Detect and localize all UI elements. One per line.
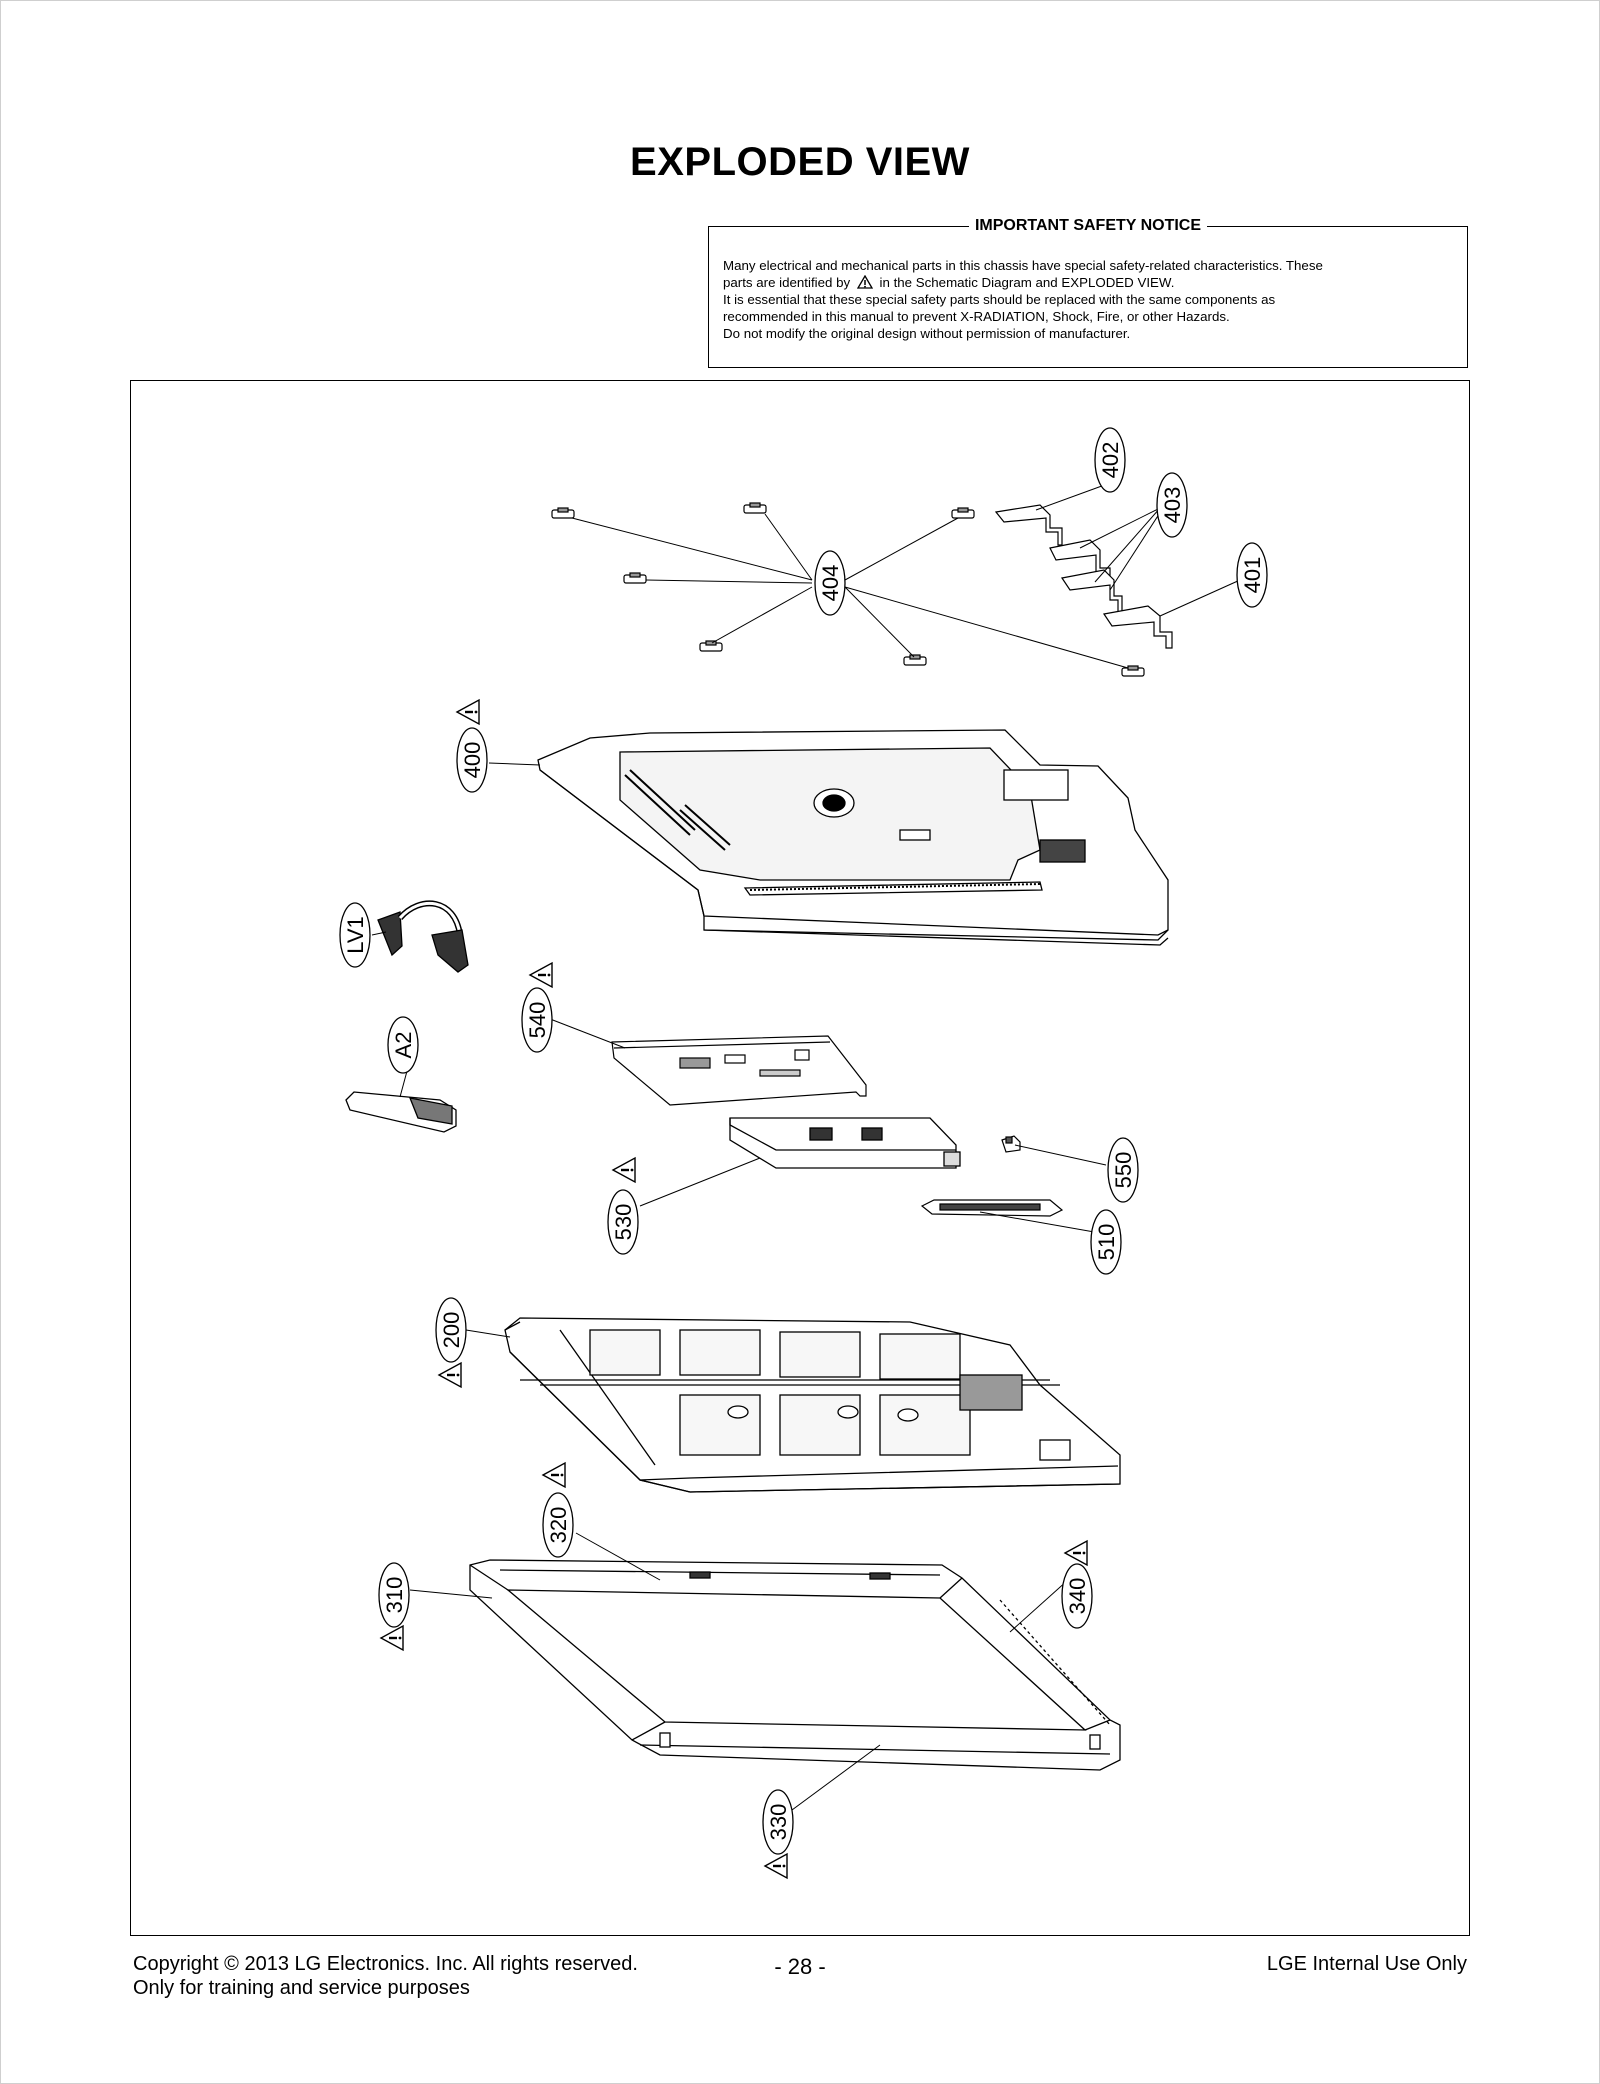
callouts: 402 403 401 404 400 LV1 540 A2 530 550 5: [339, 427, 1268, 1855]
ir-sensor-part: [1001, 1135, 1021, 1153]
svg-text:340: 340: [1065, 1578, 1090, 1615]
warning-triangle-icon: [528, 961, 554, 989]
svg-text:A2: A2: [391, 1032, 416, 1059]
svg-text:310: 310: [382, 1577, 407, 1614]
warning-triangle-icon: [541, 1461, 567, 1489]
notice-line-5: Do not modify the original design withou…: [723, 326, 1131, 341]
footer-internal: LGE Internal Use Only: [1266, 1953, 1467, 1975]
callout-lv1: LV1: [339, 902, 371, 968]
lcd-module: [504, 1317, 1121, 1493]
callout-540: 540: [521, 987, 553, 1053]
callout-330: 330: [762, 1789, 794, 1855]
svg-text:550: 550: [1111, 1152, 1136, 1189]
page-title: EXPLODED VIEW: [630, 140, 970, 184]
lvds-cable: [377, 900, 469, 973]
front-bezel: [469, 1559, 1121, 1771]
safety-notice-body: Many electrical and mechanical parts in …: [723, 257, 1453, 342]
notice-line-1: Many electrical and mechanical parts in …: [723, 258, 1323, 273]
bracket-leaders: [1035, 482, 1241, 617]
callout-400: 400: [456, 727, 488, 793]
callout-530: 530: [607, 1189, 639, 1255]
screw-2: [743, 502, 767, 514]
remote-control: [345, 1091, 457, 1133]
warning-triangle-icon: [1063, 1539, 1089, 1567]
svg-text:LV1: LV1: [343, 916, 368, 954]
screws-group: [551, 502, 1145, 677]
svg-text:401: 401: [1240, 557, 1265, 594]
warning-triangle-icon: [856, 274, 873, 289]
svg-text:320: 320: [546, 1507, 571, 1544]
main-board: [611, 1035, 867, 1106]
svg-text:530: 530: [611, 1204, 636, 1241]
back-cover: [537, 729, 1169, 946]
page-number: - 28 -: [774, 1954, 826, 1979]
svg-text:540: 540: [525, 1002, 550, 1039]
notice-line-4: recommended in this manual to prevent X-…: [723, 309, 1230, 324]
callout-550: 550: [1107, 1137, 1139, 1203]
key-controller-part: [920, 1199, 1064, 1217]
callout-340: 340: [1061, 1563, 1093, 1629]
safety-notice-title: IMPORTANT SAFETY NOTICE: [968, 217, 1208, 234]
screw-1: [551, 507, 575, 519]
safety-notice-title-wrap: IMPORTANT SAFETY NOTICE: [709, 217, 1467, 235]
notice-line-3: It is essential that these special safet…: [723, 292, 1276, 307]
callout-404: 404: [814, 550, 846, 616]
svg-text:200: 200: [439, 1312, 464, 1349]
notice-line-2a: parts are identified by: [723, 275, 851, 290]
callout-320: 320: [542, 1492, 574, 1558]
callout-401: 401: [1236, 542, 1268, 608]
notice-line-2b: in the Schematic Diagram and EXPLODED VI…: [879, 275, 1175, 290]
warning-triangle-icon: [437, 1361, 463, 1389]
svg-text:402: 402: [1098, 442, 1123, 479]
notice-line-2: parts are identified by in the Schematic…: [723, 274, 1453, 291]
screw-4: [623, 572, 647, 584]
warning-triangle-icon: [763, 1852, 789, 1880]
footer-left: Copyright © 2013 LG Electronics. Inc. Al…: [133, 1952, 638, 2000]
footer-purpose: Only for training and service purposes: [133, 1977, 470, 1999]
warning-triangle-icon: [379, 1624, 405, 1652]
svg-text:404: 404: [818, 565, 843, 602]
callout-200: 200: [435, 1297, 467, 1363]
callout-310: 310: [378, 1562, 410, 1628]
callout-403: 403: [1156, 472, 1188, 538]
warning-triangle-icon: [455, 698, 481, 726]
warning-triangle-icon: [611, 1156, 637, 1184]
screw-3: [951, 507, 975, 519]
callout-510: 510: [1090, 1209, 1122, 1275]
svg-text:400: 400: [460, 742, 485, 779]
callout-a2: A2: [387, 1016, 419, 1074]
svg-text:403: 403: [1160, 487, 1185, 524]
power-board: [729, 1117, 961, 1169]
safety-notice-box: IMPORTANT SAFETY NOTICE Many electrical …: [708, 217, 1468, 368]
footer-copyright: Copyright © 2013 LG Electronics. Inc. Al…: [133, 1953, 638, 1975]
screw-leaders: [571, 513, 1129, 669]
screw-5: [699, 640, 723, 652]
screw-6: [903, 654, 927, 666]
brackets-group: [994, 504, 1173, 649]
svg-text:330: 330: [766, 1804, 791, 1841]
callout-402: 402: [1094, 427, 1126, 493]
svg-text:510: 510: [1094, 1224, 1119, 1261]
back-cover-vents: [624, 769, 1041, 891]
diagram-frame: [130, 380, 1470, 1936]
